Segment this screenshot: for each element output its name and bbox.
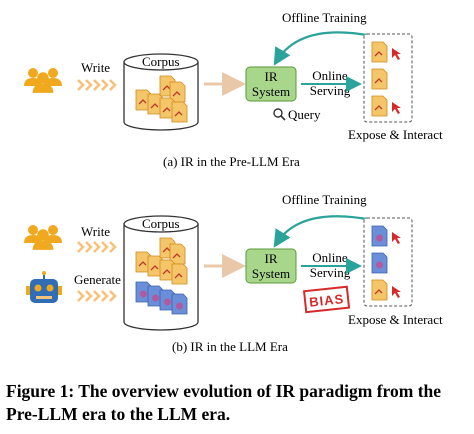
panel-a: Write Corpus IR System <box>24 10 443 169</box>
offline-training-arrow <box>273 31 373 66</box>
document-icon <box>171 101 188 123</box>
expose-interact-label: Expose & Interact <box>348 312 443 327</box>
exposed-list <box>363 217 413 307</box>
document-icon <box>371 252 388 274</box>
query-label: Query <box>288 107 321 122</box>
corpus-cylinder: Corpus <box>123 53 199 131</box>
offline-training-label: Offline Training <box>282 10 367 25</box>
figure-caption: Figure 1: The overview evolution of IR p… <box>6 381 442 424</box>
system-label: System <box>252 266 290 281</box>
document-icon <box>371 95 388 117</box>
ir-label: IR <box>265 69 278 84</box>
online-label: Online <box>312 68 348 83</box>
serving-label: Serving <box>310 83 351 98</box>
subcaption-a: (a) IR in the Pre-LLM Era <box>163 154 300 169</box>
write-label: Write <box>81 60 110 75</box>
online-label: Online <box>312 250 348 265</box>
users-icon <box>24 225 62 250</box>
document-icon <box>371 41 388 63</box>
ir-label: IR <box>265 251 278 266</box>
document-icon <box>371 225 388 247</box>
panel-b: Write Generate <box>24 192 443 354</box>
offline-training-arrow <box>273 215 373 248</box>
document-icon <box>371 68 388 90</box>
write-chevrons <box>76 240 117 254</box>
magnifier-icon <box>273 108 286 121</box>
write-label: Write <box>81 224 110 239</box>
document-icon <box>371 279 388 301</box>
document-icon <box>171 293 188 315</box>
subcaption-b: (b) IR in the LLM Era <box>172 339 288 354</box>
exposed-list <box>363 33 413 123</box>
users-icon <box>24 68 62 93</box>
robot-icon <box>26 271 62 303</box>
write-chevrons <box>76 78 117 92</box>
generate-chevrons <box>76 289 117 303</box>
generate-label: Generate <box>74 272 121 287</box>
bias-stamp: BIAS <box>302 285 351 314</box>
corpus-label: Corpus <box>142 216 180 231</box>
ir-system-box: IR System <box>245 66 297 102</box>
ir-system-box: IR System <box>245 248 297 284</box>
corpus-label: Corpus <box>142 54 180 69</box>
bias-label: BIAS <box>308 291 344 310</box>
system-label: System <box>252 84 290 99</box>
corpus-cylinder: Corpus <box>123 215 199 331</box>
offline-training-label: Offline Training <box>282 192 367 207</box>
document-icon <box>171 263 188 285</box>
expose-interact-label: Expose & Interact <box>348 127 443 142</box>
serving-label: Serving <box>310 265 351 280</box>
